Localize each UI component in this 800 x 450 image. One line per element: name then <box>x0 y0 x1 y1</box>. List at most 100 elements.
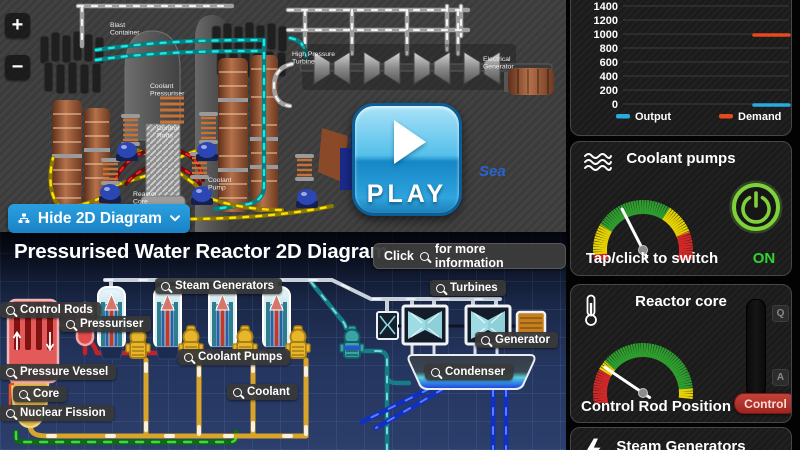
gauge-tick <box>668 214 681 227</box>
sitemap-icon <box>18 213 30 223</box>
gauge-tick <box>671 362 684 373</box>
gauge-tick <box>622 203 631 218</box>
magnifier-icon <box>6 408 15 418</box>
gauge-tick <box>593 238 609 244</box>
gauge-tick <box>612 352 623 365</box>
gauge-tick <box>678 388 693 392</box>
gauge-tick <box>647 343 652 358</box>
reactor-core-gauge <box>592 342 694 403</box>
diagram-label-control-rods[interactable]: Control Rods <box>0 302 101 318</box>
y-tick-label: 0 <box>612 99 618 111</box>
gauge-tick <box>593 382 608 388</box>
control-rod-slider-handle[interactable]: Control <box>734 393 791 414</box>
gauge-tick <box>595 233 610 240</box>
reactor-core-title: Reactor core <box>635 293 727 310</box>
bolt-icon <box>587 438 601 450</box>
gauge-tick <box>675 228 690 237</box>
gauge-tick <box>593 399 608 403</box>
zoom-out-button[interactable]: − <box>5 55 30 80</box>
gauge-tick <box>678 382 693 388</box>
diagram-label-generator[interactable]: Generator <box>475 332 558 348</box>
gauge-tick <box>678 252 693 256</box>
gauge-tick <box>603 218 616 229</box>
gauge-tick <box>647 200 653 215</box>
gauge-tick <box>651 344 658 359</box>
gauge-tick <box>655 346 663 360</box>
key-hint-down: A <box>772 369 789 386</box>
gauge-tick <box>593 254 608 259</box>
gauge-tick <box>677 234 692 241</box>
diagram-label-nuclear-fission[interactable]: Nuclear Fission <box>0 405 114 421</box>
thermometer-icon <box>585 294 597 326</box>
diagram-label-text: Turbines <box>450 282 498 294</box>
power-button[interactable] <box>727 178 785 236</box>
diagram-label-core[interactable]: Core <box>13 386 68 402</box>
magnifier-icon <box>481 335 490 345</box>
diagram-label-coolant-pumps[interactable]: Coolant Pumps <box>178 349 291 365</box>
diagram-2d-view: Pressurised Water Reactor 2D Diagram Cli… <box>0 232 566 450</box>
y-tick-label: 1400 <box>594 1 618 13</box>
gauge-tick <box>638 200 642 215</box>
gauge-tick <box>671 219 684 230</box>
gauge-tick <box>600 222 614 232</box>
control-rod-slider-track[interactable] <box>746 299 766 397</box>
zoom-in-button[interactable]: + <box>5 13 30 38</box>
diagram-2d-title: Pressurised Water Reactor 2D Diagram <box>14 240 388 263</box>
gauge-tick <box>659 205 668 219</box>
coolant-pumps-title: Coolant pumps <box>626 150 736 167</box>
gauge-tick <box>597 228 611 236</box>
diagram-label-pressure-vessel[interactable]: Pressure Vessel <box>0 364 117 380</box>
gauge-tick <box>593 251 608 255</box>
diagram-label-pressuriser[interactable]: Pressuriser <box>60 316 152 332</box>
control-rod-position-label: Control Rod Position <box>581 398 731 415</box>
gauge-tick <box>672 364 686 375</box>
legend-swatch <box>719 114 733 119</box>
gauge-tick <box>665 211 677 224</box>
play-button[interactable]: PLAY <box>352 103 462 216</box>
gauge-tick <box>662 351 673 364</box>
y-tick-label: 800 <box>600 43 618 55</box>
gauge-tick <box>678 395 693 399</box>
gauge-tick <box>610 210 622 223</box>
waves-icon <box>584 153 612 171</box>
gauge-tick <box>663 209 675 222</box>
zoom-out-glyph: − <box>11 56 24 78</box>
gauge-tick <box>677 376 692 384</box>
diagram-label-text: Generator <box>495 334 550 346</box>
diagram-label-text: Steam Generators <box>175 280 275 292</box>
gauge-tick <box>645 343 649 358</box>
gauge-tick <box>604 359 617 371</box>
more-information-button[interactable]: Click for more information <box>373 242 566 270</box>
chevron-down-icon <box>170 215 180 222</box>
gauge-tick <box>678 385 693 390</box>
switch-state: ON <box>752 250 776 267</box>
steam-generators-panel: Steam Generators <box>570 427 792 450</box>
diagram-label-turbines[interactable]: Turbines <box>430 280 506 296</box>
magnifier-icon <box>66 319 75 329</box>
y-tick-label: 400 <box>600 71 618 83</box>
gauge-tick <box>593 241 608 246</box>
gauge-tick <box>673 223 687 233</box>
diagram-label-steam-generators[interactable]: Steam Generators <box>155 278 283 294</box>
diagram-label-text: Coolant Pumps <box>198 351 283 363</box>
switch-label: Tap/click to switch <box>585 250 719 267</box>
diagram-label-coolant[interactable]: Coolant <box>227 384 298 400</box>
hide-2d-diagram-button[interactable]: Hide 2D Diagram <box>8 204 190 233</box>
sea-label: Sea <box>479 163 506 180</box>
gauge-tick <box>678 239 693 245</box>
gauge-tick <box>630 201 636 216</box>
legend-swatch <box>616 114 630 119</box>
gauge-tick <box>615 207 625 221</box>
gauge-tick <box>651 201 658 216</box>
gauge-tick <box>672 221 686 231</box>
gauge-tick <box>660 206 671 220</box>
gauge-tick <box>622 346 630 361</box>
coolant-pumps-gauge <box>592 199 694 260</box>
diagram-label-text: Pressuriser <box>80 318 144 330</box>
diagram-label-condenser[interactable]: Condenser <box>425 364 514 380</box>
